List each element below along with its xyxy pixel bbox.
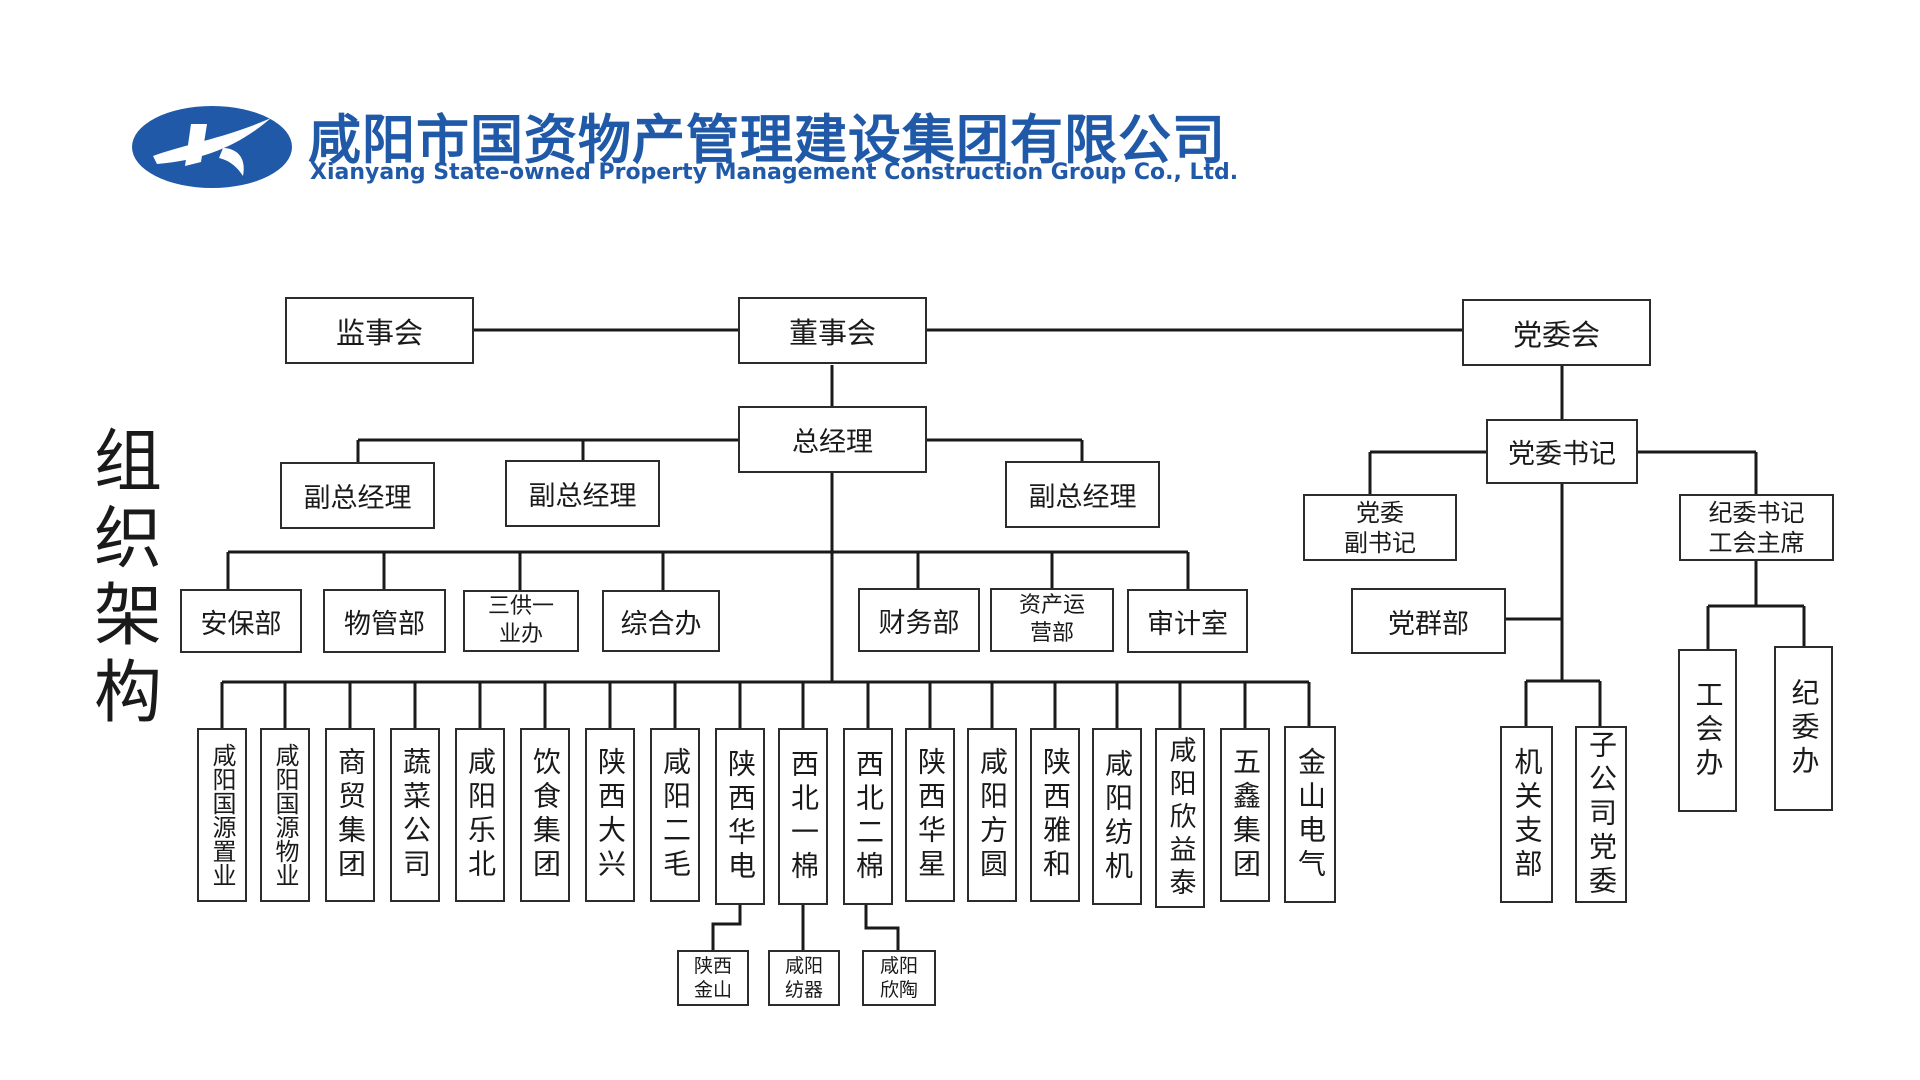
subsidiary-box: 咸阳乐北 bbox=[455, 728, 505, 902]
subsidiary-box: 五鑫集团 bbox=[1220, 728, 1270, 902]
subsidiary-box: 金山电气 bbox=[1284, 726, 1336, 903]
party-secretary-box: 党委书记 bbox=[1486, 419, 1638, 484]
subsidiary-box: 西北二棉 bbox=[843, 728, 893, 905]
xintao-sub-box: 咸阳 欣陶 bbox=[862, 950, 936, 1006]
deputy-gm-box-1: 副总经理 bbox=[280, 462, 435, 529]
box-line: 业办 bbox=[498, 622, 543, 647]
company-logo-icon bbox=[132, 106, 292, 188]
subsidiary-box: 饮食集团 bbox=[520, 728, 570, 902]
audit-office-box: 审计室 bbox=[1127, 589, 1248, 653]
subsidiary-box: 咸阳方圆 bbox=[967, 728, 1017, 902]
fangqi-sub-box: 咸阳 纺器 bbox=[768, 950, 840, 1006]
box-line: 党委 bbox=[1356, 498, 1404, 527]
box-line: 金山 bbox=[693, 979, 732, 1001]
title-char: 组 bbox=[93, 423, 162, 502]
asset-operations-box: 资产运 营部 bbox=[990, 588, 1114, 652]
box-line: 纺器 bbox=[784, 979, 823, 1001]
general-office-box: 综合办 bbox=[602, 590, 720, 652]
discipline-office-box: 纪委办 bbox=[1774, 646, 1833, 811]
general-manager-box: 总经理 bbox=[738, 406, 927, 473]
title-char: 架 bbox=[93, 577, 162, 656]
box-line: 咸阳 bbox=[784, 955, 823, 977]
box-line: 欣陶 bbox=[879, 979, 918, 1001]
subsidiary-box: 咸阳二毛 bbox=[650, 728, 700, 902]
box-line: 副书记 bbox=[1344, 528, 1416, 557]
subsidiary-box: 陕西华星 bbox=[905, 728, 955, 902]
subsidiary-box: 商贸集团 bbox=[325, 728, 375, 902]
subsidiary-box: 陕西雅和 bbox=[1030, 728, 1080, 902]
subsidiary-box: 咸阳欣益泰 bbox=[1155, 728, 1205, 908]
org-structure-title: 组 织 架 构 bbox=[88, 424, 168, 732]
box-line: 咸阳 bbox=[879, 955, 918, 977]
title-char: 织 bbox=[93, 500, 162, 579]
discipline-secretary-box: 纪委书记 工会主席 bbox=[1679, 494, 1834, 561]
subsidiary-party-committee-box: 子公司党委 bbox=[1575, 726, 1627, 903]
subsidiary-box: 陕西华电 bbox=[715, 728, 765, 905]
organs-branch-box: 机关支部 bbox=[1500, 726, 1553, 903]
subsidiary-box: 陕西大兴 bbox=[585, 728, 635, 902]
box-line: 工会主席 bbox=[1708, 528, 1805, 557]
party-affairs-dept-box: 党群部 bbox=[1351, 588, 1506, 654]
company-name-cn: 咸阳市国资物产管理建设集团有限公司 bbox=[308, 110, 1226, 171]
box-line: 三供一 bbox=[487, 594, 554, 619]
supervisory-board-box: 监事会 bbox=[285, 297, 474, 364]
deputy-gm-box-2: 副总经理 bbox=[505, 460, 660, 527]
subsidiary-box: 咸阳国源物业 bbox=[260, 728, 310, 902]
supply-office-box: 三供一 业办 bbox=[463, 590, 579, 652]
subsidiary-box: 咸阳国源置业 bbox=[197, 728, 247, 902]
subsidiary-box: 蔬菜公司 bbox=[390, 728, 440, 902]
jinshan-sub-box: 陕西 金山 bbox=[677, 950, 749, 1006]
security-dept-box: 安保部 bbox=[180, 589, 302, 653]
box-line: 资产运 bbox=[1018, 593, 1085, 618]
party-committee-box: 党委会 bbox=[1462, 299, 1651, 366]
property-dept-box: 物管部 bbox=[323, 589, 446, 653]
company-name-en: Xianyang State-owned Property Management… bbox=[310, 160, 1239, 185]
finance-dept-box: 财务部 bbox=[858, 588, 980, 652]
box-line: 营部 bbox=[1029, 621, 1074, 646]
party-deputy-secretary-box: 党委 副书记 bbox=[1303, 494, 1457, 561]
box-line: 纪委书记 bbox=[1708, 498, 1805, 527]
board-of-directors-box: 董事会 bbox=[738, 297, 927, 364]
box-line: 陕西 bbox=[693, 955, 732, 977]
deputy-gm-box-3: 副总经理 bbox=[1005, 461, 1160, 528]
subsidiary-box: 咸阳纺机 bbox=[1092, 728, 1142, 905]
subsidiary-box: 西北一棉 bbox=[778, 728, 828, 905]
union-office-box: 工会办 bbox=[1678, 649, 1737, 812]
title-char: 构 bbox=[93, 654, 162, 733]
